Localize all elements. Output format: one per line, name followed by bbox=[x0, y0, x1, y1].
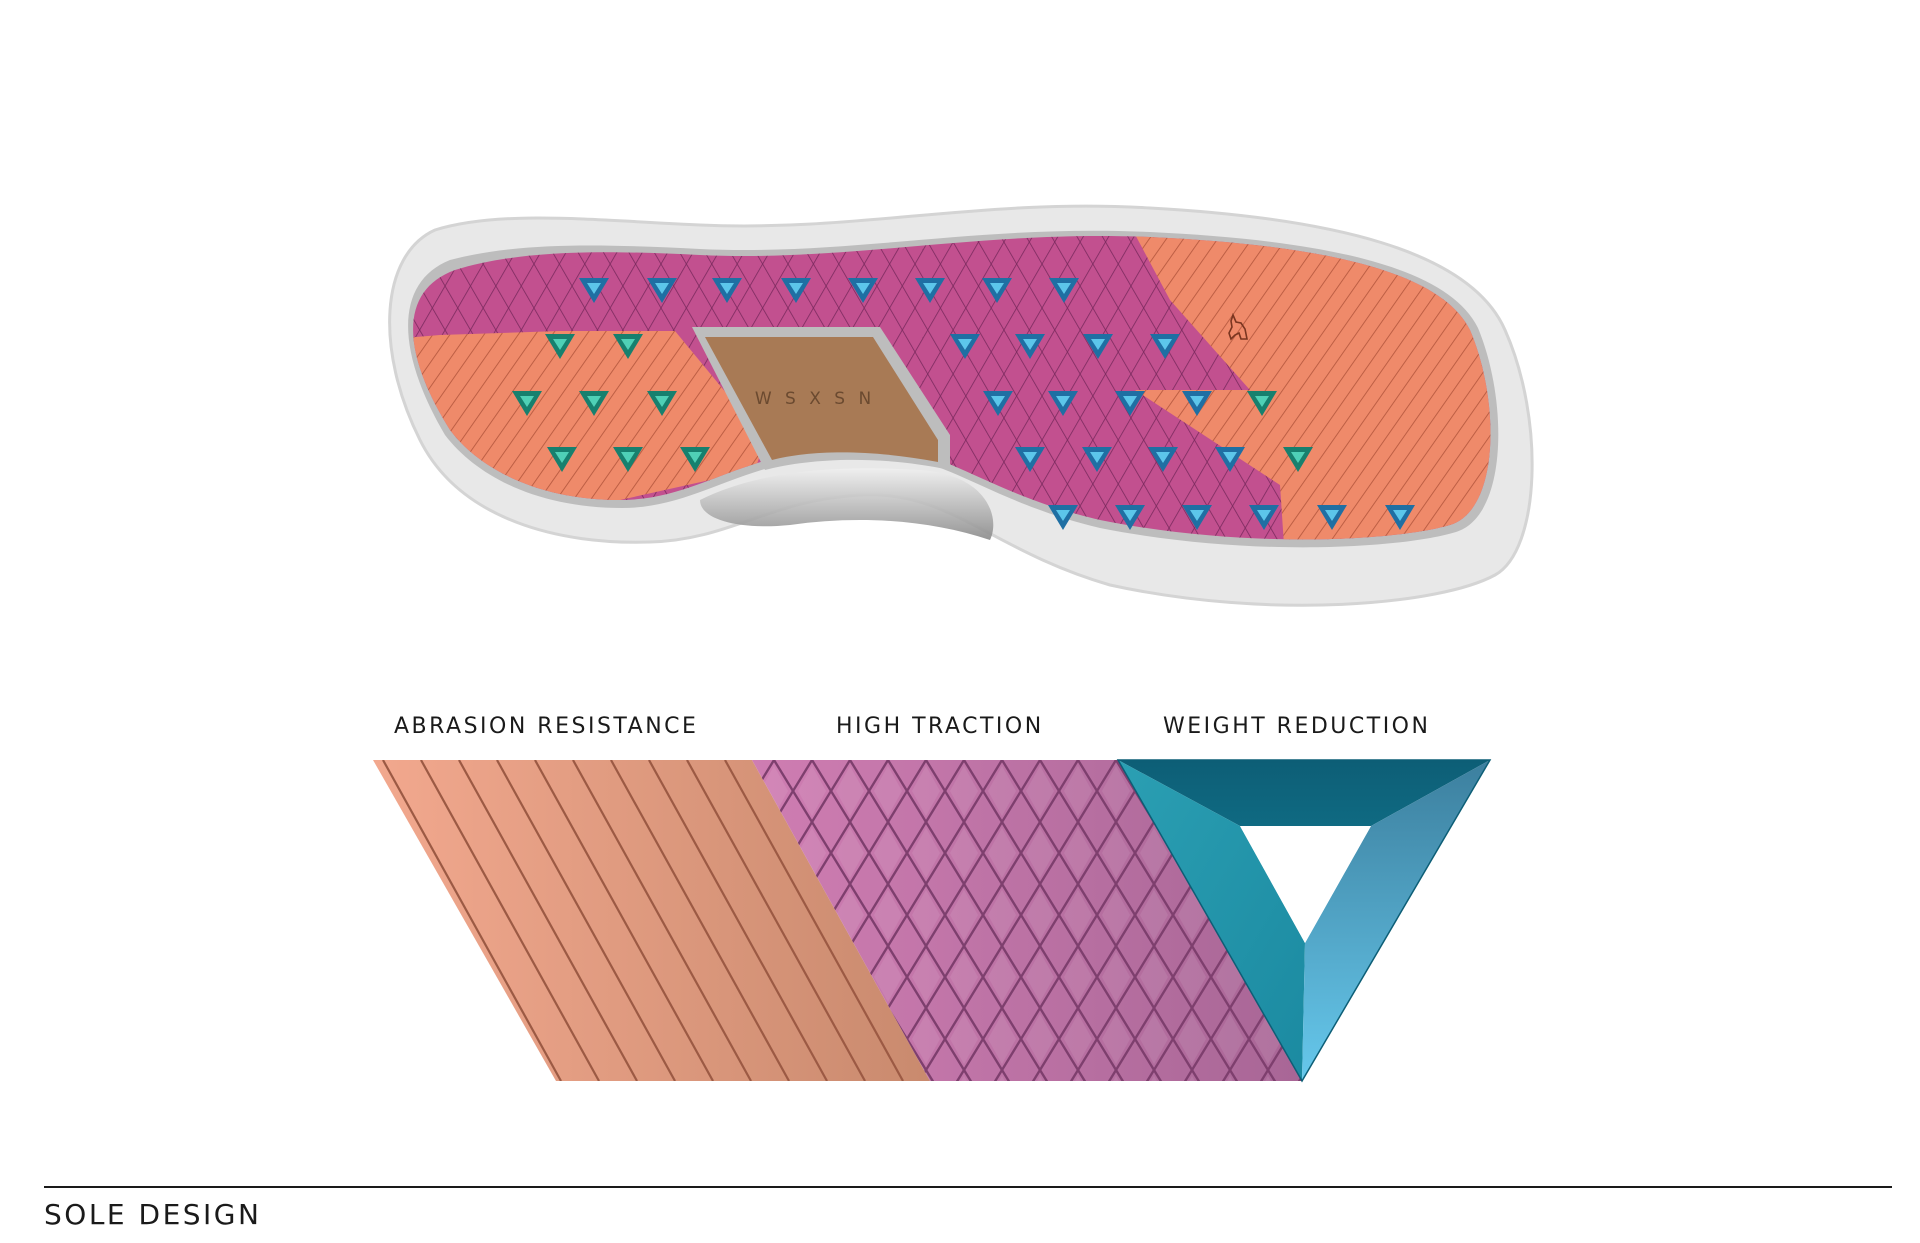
sole-triangle-inner bbox=[520, 396, 534, 407]
abrasion-groove-line bbox=[534, 760, 714, 1081]
sole-triangle-inner bbox=[1255, 396, 1269, 407]
sole-triangle-inner bbox=[1057, 283, 1071, 294]
label-high-traction: HIGH TRACTION bbox=[836, 714, 1044, 739]
abrasion-groove-line bbox=[572, 760, 752, 1081]
sole-triangle-inner bbox=[555, 452, 569, 463]
sole-triangle-inner bbox=[1291, 452, 1305, 463]
abrasion-groove-line bbox=[420, 760, 600, 1081]
abrasion-groove-line bbox=[610, 760, 790, 1081]
sole-triangle-inner bbox=[958, 339, 972, 350]
abrasion-groove-line bbox=[458, 760, 638, 1081]
sole-triangle-inner bbox=[1190, 396, 1204, 407]
arch-shadow bbox=[700, 468, 994, 540]
sole-triangle-inner bbox=[990, 283, 1004, 294]
forefoot-abrasion-zone bbox=[1130, 235, 1491, 540]
sole-triangle-inner bbox=[991, 396, 1005, 407]
sole-triangle-inner bbox=[1023, 339, 1037, 350]
sole-triangle-inner bbox=[1023, 452, 1037, 463]
sole-triangle-inner bbox=[1257, 510, 1271, 521]
sole-triangle-inner bbox=[1090, 452, 1104, 463]
sole-triangle-inner bbox=[1393, 510, 1407, 521]
weight-reduction-swatch bbox=[1116, 759, 1492, 1083]
sole-triangle-inner bbox=[1091, 339, 1105, 350]
label-abrasion-resistance: ABRASION RESISTANCE bbox=[394, 714, 699, 739]
abrasion-groove-line bbox=[724, 760, 904, 1081]
sole-triangle-inner bbox=[1190, 510, 1204, 521]
sole-triangle-inner bbox=[1123, 510, 1137, 521]
sole-triangle-inner bbox=[1158, 339, 1172, 350]
sole-triangle-inner bbox=[655, 283, 669, 294]
weight-reduction-triangles bbox=[512, 278, 1415, 530]
label-weight-reduction: WEIGHT REDUCTION bbox=[1163, 714, 1431, 739]
sole-triangle-inner bbox=[655, 396, 669, 407]
sole-triangle-inner bbox=[1325, 510, 1339, 521]
sole-triangle-inner bbox=[856, 283, 870, 294]
sole-triangle-inner bbox=[587, 396, 601, 407]
sole-triangle-inner bbox=[621, 452, 635, 463]
shoe-sole-illustration: W S X S N bbox=[388, 204, 1534, 607]
midfoot-shank bbox=[705, 337, 938, 462]
sole-triangle-inner bbox=[1056, 510, 1070, 521]
sole-triangle-inner bbox=[688, 452, 702, 463]
sole-triangle-inner bbox=[621, 339, 635, 350]
page-title: SOLE DESIGN bbox=[44, 1198, 262, 1231]
sole-triangle-inner bbox=[1123, 396, 1137, 407]
sole-triangle-inner bbox=[1056, 396, 1070, 407]
abrasion-groove-line bbox=[496, 760, 676, 1081]
feature-panels bbox=[373, 759, 1492, 1083]
sole-triangle-inner bbox=[923, 283, 937, 294]
sole-brand-text: W S X S N bbox=[755, 389, 875, 409]
abrasion-groove-line bbox=[382, 760, 562, 1081]
sole-triangle-inner bbox=[789, 283, 803, 294]
abrasion-groove-line bbox=[686, 760, 866, 1081]
abrasion-groove-line bbox=[648, 760, 828, 1081]
sole-triangle-inner bbox=[587, 283, 601, 294]
sole-triangle-inner bbox=[1223, 452, 1237, 463]
sole-triangle-inner bbox=[720, 283, 734, 294]
wolf-logo-icon bbox=[1228, 312, 1248, 341]
sole-triangle-inner bbox=[1156, 452, 1170, 463]
sole-triangle-inner bbox=[553, 339, 567, 350]
footer-divider bbox=[44, 1186, 1892, 1188]
